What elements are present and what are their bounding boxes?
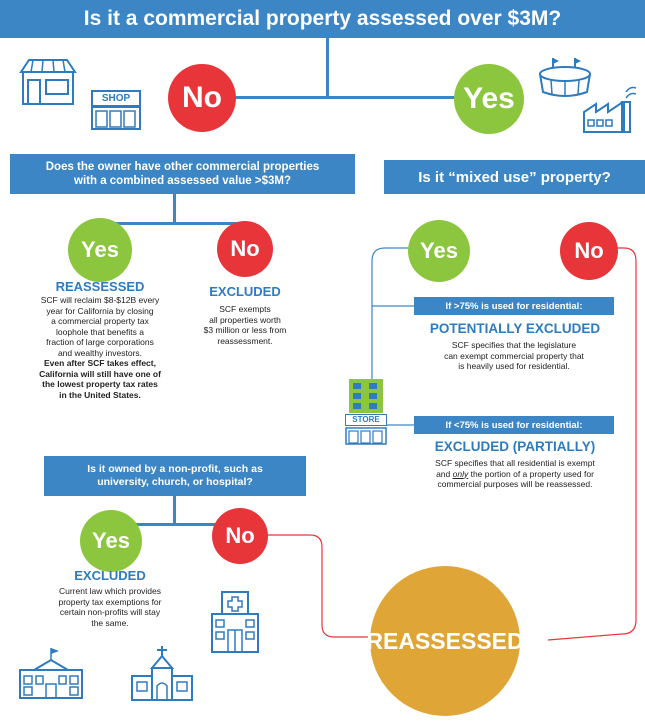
owner-yes-line: SCF will reclaim $8-$12B every [40,295,160,305]
owner-no-line: all properties worth [209,314,281,325]
stadium-icon [539,58,591,97]
shop-icon: SHOP [91,90,141,130]
under-75-bar: If <75% is used for residential: [414,416,614,434]
owner-yes-label: Yes [81,237,119,262]
connector [173,192,176,224]
nonprofit-line: certain non-profits will stay [59,607,161,617]
over-75-label: If >75% is used for residential: [445,300,583,312]
under-75-line: SCF specifies that all residential is ex… [435,458,595,468]
nonprofit-excluded-heading: EXCLUDED [74,568,146,583]
over-75-line: SCF specifies that the legislature [451,340,577,350]
owner-yes-bold-line: Even after SCF takes effect, [44,358,156,368]
nonprofit-question-line2: university, church, or hospital? [97,476,253,488]
nonprofit-line: Current law which provides [58,586,162,596]
mixed-yes-circle: Yes [408,220,470,282]
storefront-icon [19,59,77,105]
mixed-use-question-bar: Is it “mixed use” property? [384,160,645,194]
owner-yes-line: a commercial property tax [51,316,149,326]
top-no-label: No [182,81,222,114]
top-yes-circle: Yes [454,64,524,134]
owner-yes-line: year for California by closing [46,305,154,316]
owner-no-heading: EXCLUDED [209,284,281,299]
connector [173,495,176,525]
owner-no-circle: No [217,221,273,277]
over-75-line: can exempt commercial property that [444,350,584,361]
top-yes-label: Yes [463,82,515,115]
hospital-icon [211,591,259,653]
shop-windows-icon [91,106,141,130]
owner-yes-bold-line: California will still have one of [39,368,161,379]
owner-question-line2: with a combined assessed value >$3M? [74,175,291,187]
nonprofit-question-bar: Is it owned by a non-profit, such as uni… [44,456,306,496]
potentially-excluded-heading: POTENTIALLY EXCLUDED [429,321,601,336]
owner-no-line: SCF exempts [219,304,271,314]
mixed-no-circle: No [560,222,618,280]
nonprofit-yes-label: Yes [92,528,130,553]
factory-icon [583,86,637,133]
owner-no-line: reassessment. [217,335,273,346]
nonprofit-no-label: No [225,523,255,548]
owner-yes-heading: REASSESSED [55,279,145,294]
over-75-line: is heavily used for residential. [458,361,570,371]
page-title: Is it a commercial property assessed ove… [83,7,562,30]
owner-yes-circle: Yes [68,218,132,282]
nonprofit-line: the same. [91,617,129,628]
owner-question-bar: Does the owner have other commercial pro… [10,154,355,194]
owner-yes-bold-line: the lowest property tax rates [42,379,158,389]
under-75-text: the portion of a property used for [468,468,594,479]
mixed-yes-label: Yes [420,238,458,263]
university-icon [19,648,83,699]
connector [110,523,250,526]
owner-no-line: $3 million or less from [203,325,287,335]
building-windows-icon [349,379,383,413]
owner-yes-line: and wealthy investors. [57,347,143,358]
nonprofit-question-line1: Is it owned by a non-profit, such as [87,463,263,475]
mixed-use-question: Is it “mixed use” property? [418,168,611,186]
nonprofit-yes-circle: Yes [80,510,142,572]
shop-sign: SHOP [91,90,141,107]
store-building-icon: STORE [344,379,388,445]
connector [100,222,250,225]
connector [205,96,470,99]
under-75-underlined: only [452,468,469,479]
owner-no-body: SCF exempts all properties worth $3 mill… [180,304,310,346]
connector [326,38,329,98]
final-reassessed-circle: REASSESSED [366,566,524,716]
owner-no-label: No [230,236,260,261]
church-icon [131,646,193,701]
owner-yes-body: SCF will reclaim $8-$12B every year for … [10,295,190,400]
owner-question-line1: Does the owner have other commercial pro… [45,161,320,173]
nonprofit-no-circle: No [212,508,268,564]
nonprofit-excluded-body: Current law which provides property tax … [40,586,180,628]
excluded-partially-heading: EXCLUDED (PARTIALLY) [434,439,596,454]
store-sign: STORE [345,414,387,426]
title-bar: Is it a commercial property assessed ove… [0,0,645,38]
nonprofit-line: property tax exemptions for [58,596,162,607]
under-75-line: commercial purposes will be reassessed. [437,479,593,489]
owner-yes-line: fraction of large corporations [46,337,154,347]
final-reassessed-label: REASSESSED [366,627,524,654]
under-75-label: If <75% is used for residential: [445,419,583,431]
excluded-partially-body: SCF specifies that all residential is ex… [400,458,630,490]
over-75-bar: If >75% is used for residential: [414,297,614,315]
under-75-text: and [436,468,453,479]
top-no-circle: No [168,64,236,132]
owner-yes-line: loophole that benefits a [56,326,144,337]
potentially-excluded-body: SCF specifies that the legislature can e… [414,340,614,372]
owner-yes-bold-line: in the United States. [59,389,141,400]
store-doors-icon [345,427,387,445]
under-75-line: and only the portion of a property used … [400,469,630,480]
mixed-no-label: No [574,238,604,263]
